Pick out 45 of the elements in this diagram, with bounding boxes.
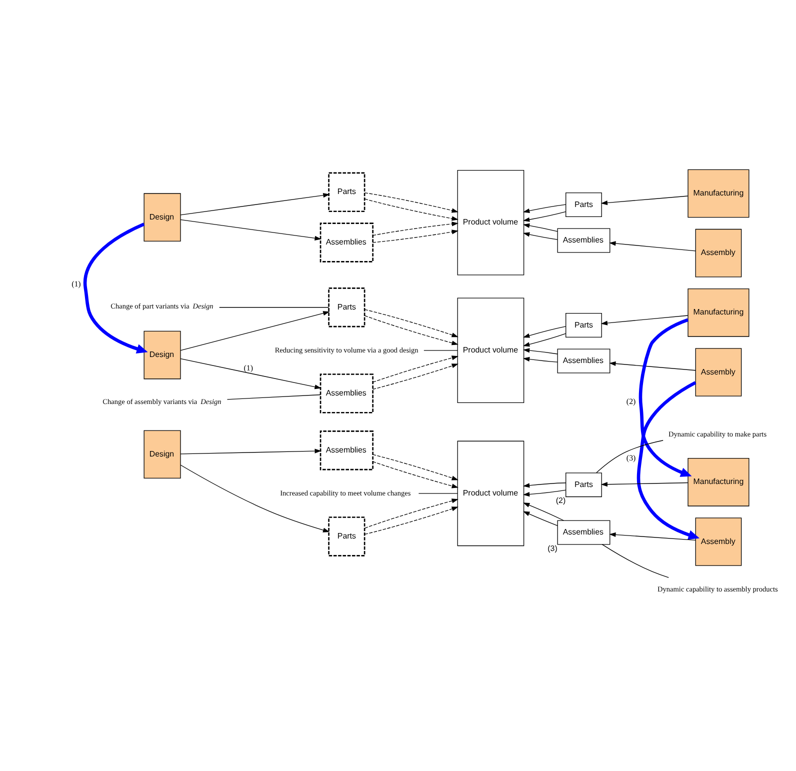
arrow	[180, 219, 322, 240]
arrow	[600, 315, 688, 326]
arrow	[180, 311, 330, 351]
arrow	[522, 490, 566, 497]
arrow	[372, 461, 458, 488]
arrow	[364, 315, 458, 346]
arrow	[522, 204, 566, 214]
arrow	[523, 502, 564, 521]
arrow	[609, 532, 696, 541]
arrow	[364, 498, 458, 528]
connector	[596, 440, 664, 474]
connector	[602, 544, 669, 578]
arrow	[609, 361, 696, 371]
arrow	[364, 506, 458, 535]
arrow	[522, 482, 566, 488]
arrow	[522, 232, 558, 240]
connector	[424, 350, 458, 351]
arrow	[522, 223, 558, 232]
arrow	[364, 198, 458, 221]
arrow	[372, 222, 458, 236]
arrow	[609, 241, 696, 252]
arrow	[364, 192, 458, 213]
connector	[418, 493, 458, 494]
arrow	[600, 196, 688, 206]
arrow	[522, 348, 558, 354]
connector	[226, 394, 321, 400]
arrow	[523, 511, 558, 526]
arrow	[372, 230, 458, 243]
arrow	[180, 358, 322, 390]
arrow	[522, 356, 558, 362]
arrow	[638, 318, 692, 477]
arrow	[180, 448, 322, 454]
arrow	[522, 333, 566, 347]
arrow	[180, 464, 330, 532]
arrow	[83, 222, 148, 354]
arrow	[523, 326, 566, 338]
arrow	[636, 381, 700, 540]
arrow	[372, 364, 458, 390]
arrow	[600, 482, 688, 487]
arrow	[372, 356, 458, 383]
arrow	[522, 211, 566, 222]
arrow	[180, 193, 330, 216]
connector	[219, 307, 330, 308]
arrow	[372, 454, 458, 480]
arrow	[364, 309, 458, 338]
